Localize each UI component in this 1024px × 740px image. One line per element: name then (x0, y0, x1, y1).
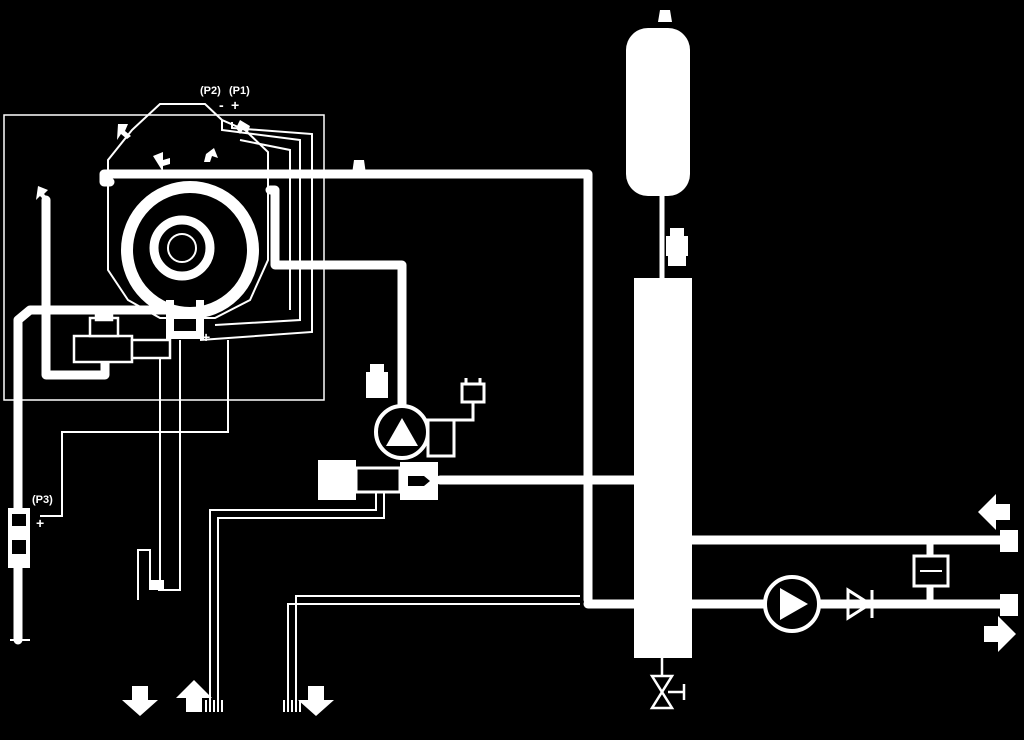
arrow-left-icon (978, 494, 1010, 530)
hydraulic-separator (634, 278, 692, 658)
diverter-valve (318, 460, 438, 500)
boiler-casing (3, 114, 325, 401)
arrow-down-icon (122, 686, 158, 716)
heat-exchanger (107, 103, 269, 339)
heating-pump (763, 575, 821, 633)
check-valve-icon (846, 587, 874, 621)
gas-valve (72, 310, 172, 364)
arrow-down-icon (298, 686, 334, 716)
label-p1: (P1) (229, 85, 250, 97)
flow-arrows (122, 494, 1016, 716)
pipes (13, 169, 1005, 645)
label-p3: (P3) (32, 494, 53, 506)
label-plus-sensor: + (202, 329, 210, 345)
boiler-pump (374, 404, 456, 460)
arrow-up-icon (176, 680, 212, 712)
connection-nuts (1000, 530, 1018, 616)
air-vent-separator (666, 228, 688, 266)
air-vent-pump (366, 364, 388, 398)
drain-valve-icon (649, 658, 686, 710)
condensate-siphon (150, 580, 164, 590)
pressure-switch-p3 (8, 508, 30, 568)
label-minus: - (219, 97, 224, 113)
tank-valve-icon (658, 10, 672, 22)
sensor-lines (10, 120, 580, 712)
label-p2: (P2) (200, 85, 221, 97)
pipe-break-marks (205, 700, 301, 712)
pump-connector-icon (454, 378, 486, 422)
label-plus-p3: + (36, 515, 44, 531)
arrow-right-icon (984, 616, 1016, 652)
temperature-sensor-icon (352, 160, 366, 174)
expansion-tank (626, 28, 690, 196)
label-plus: + (231, 97, 239, 113)
